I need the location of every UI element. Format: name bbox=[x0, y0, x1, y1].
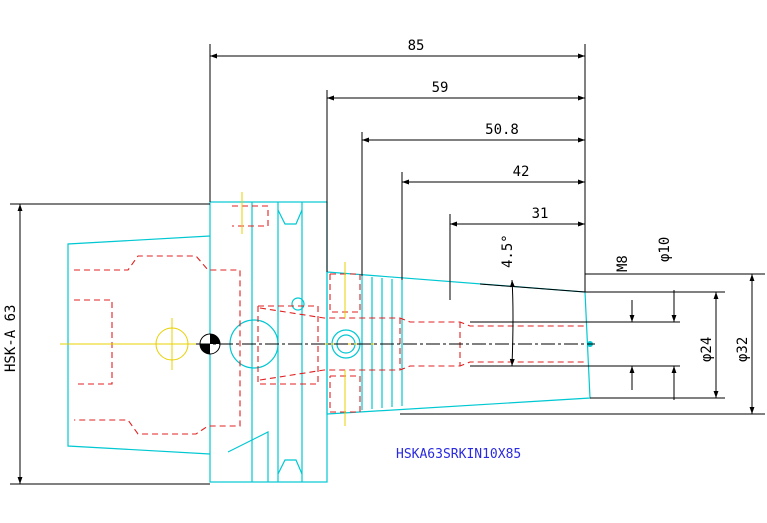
dim-42-label: 42 bbox=[513, 164, 530, 180]
dim-50-8-label: 50.8 bbox=[485, 122, 519, 138]
dimension-lines bbox=[10, 44, 765, 485]
center-marks bbox=[60, 192, 376, 426]
shank-label: HSK-A 63 bbox=[3, 305, 19, 372]
dim-85-label: 85 bbox=[408, 38, 425, 54]
origin-symbol bbox=[199, 333, 593, 355]
angle-label: 4.5° bbox=[500, 234, 516, 268]
part-number-label: HSKA63SRKIN10X85 bbox=[396, 447, 521, 462]
hidden-lines bbox=[74, 205, 585, 435]
dim-31-label: 31 bbox=[532, 206, 549, 222]
dim-59-label: 59 bbox=[432, 80, 449, 96]
thread-label: M8 bbox=[615, 255, 631, 272]
dia-10-label: φ10 bbox=[657, 237, 673, 262]
dia-24-label: φ24 bbox=[699, 337, 715, 362]
dia-32-label: φ32 bbox=[735, 337, 751, 362]
